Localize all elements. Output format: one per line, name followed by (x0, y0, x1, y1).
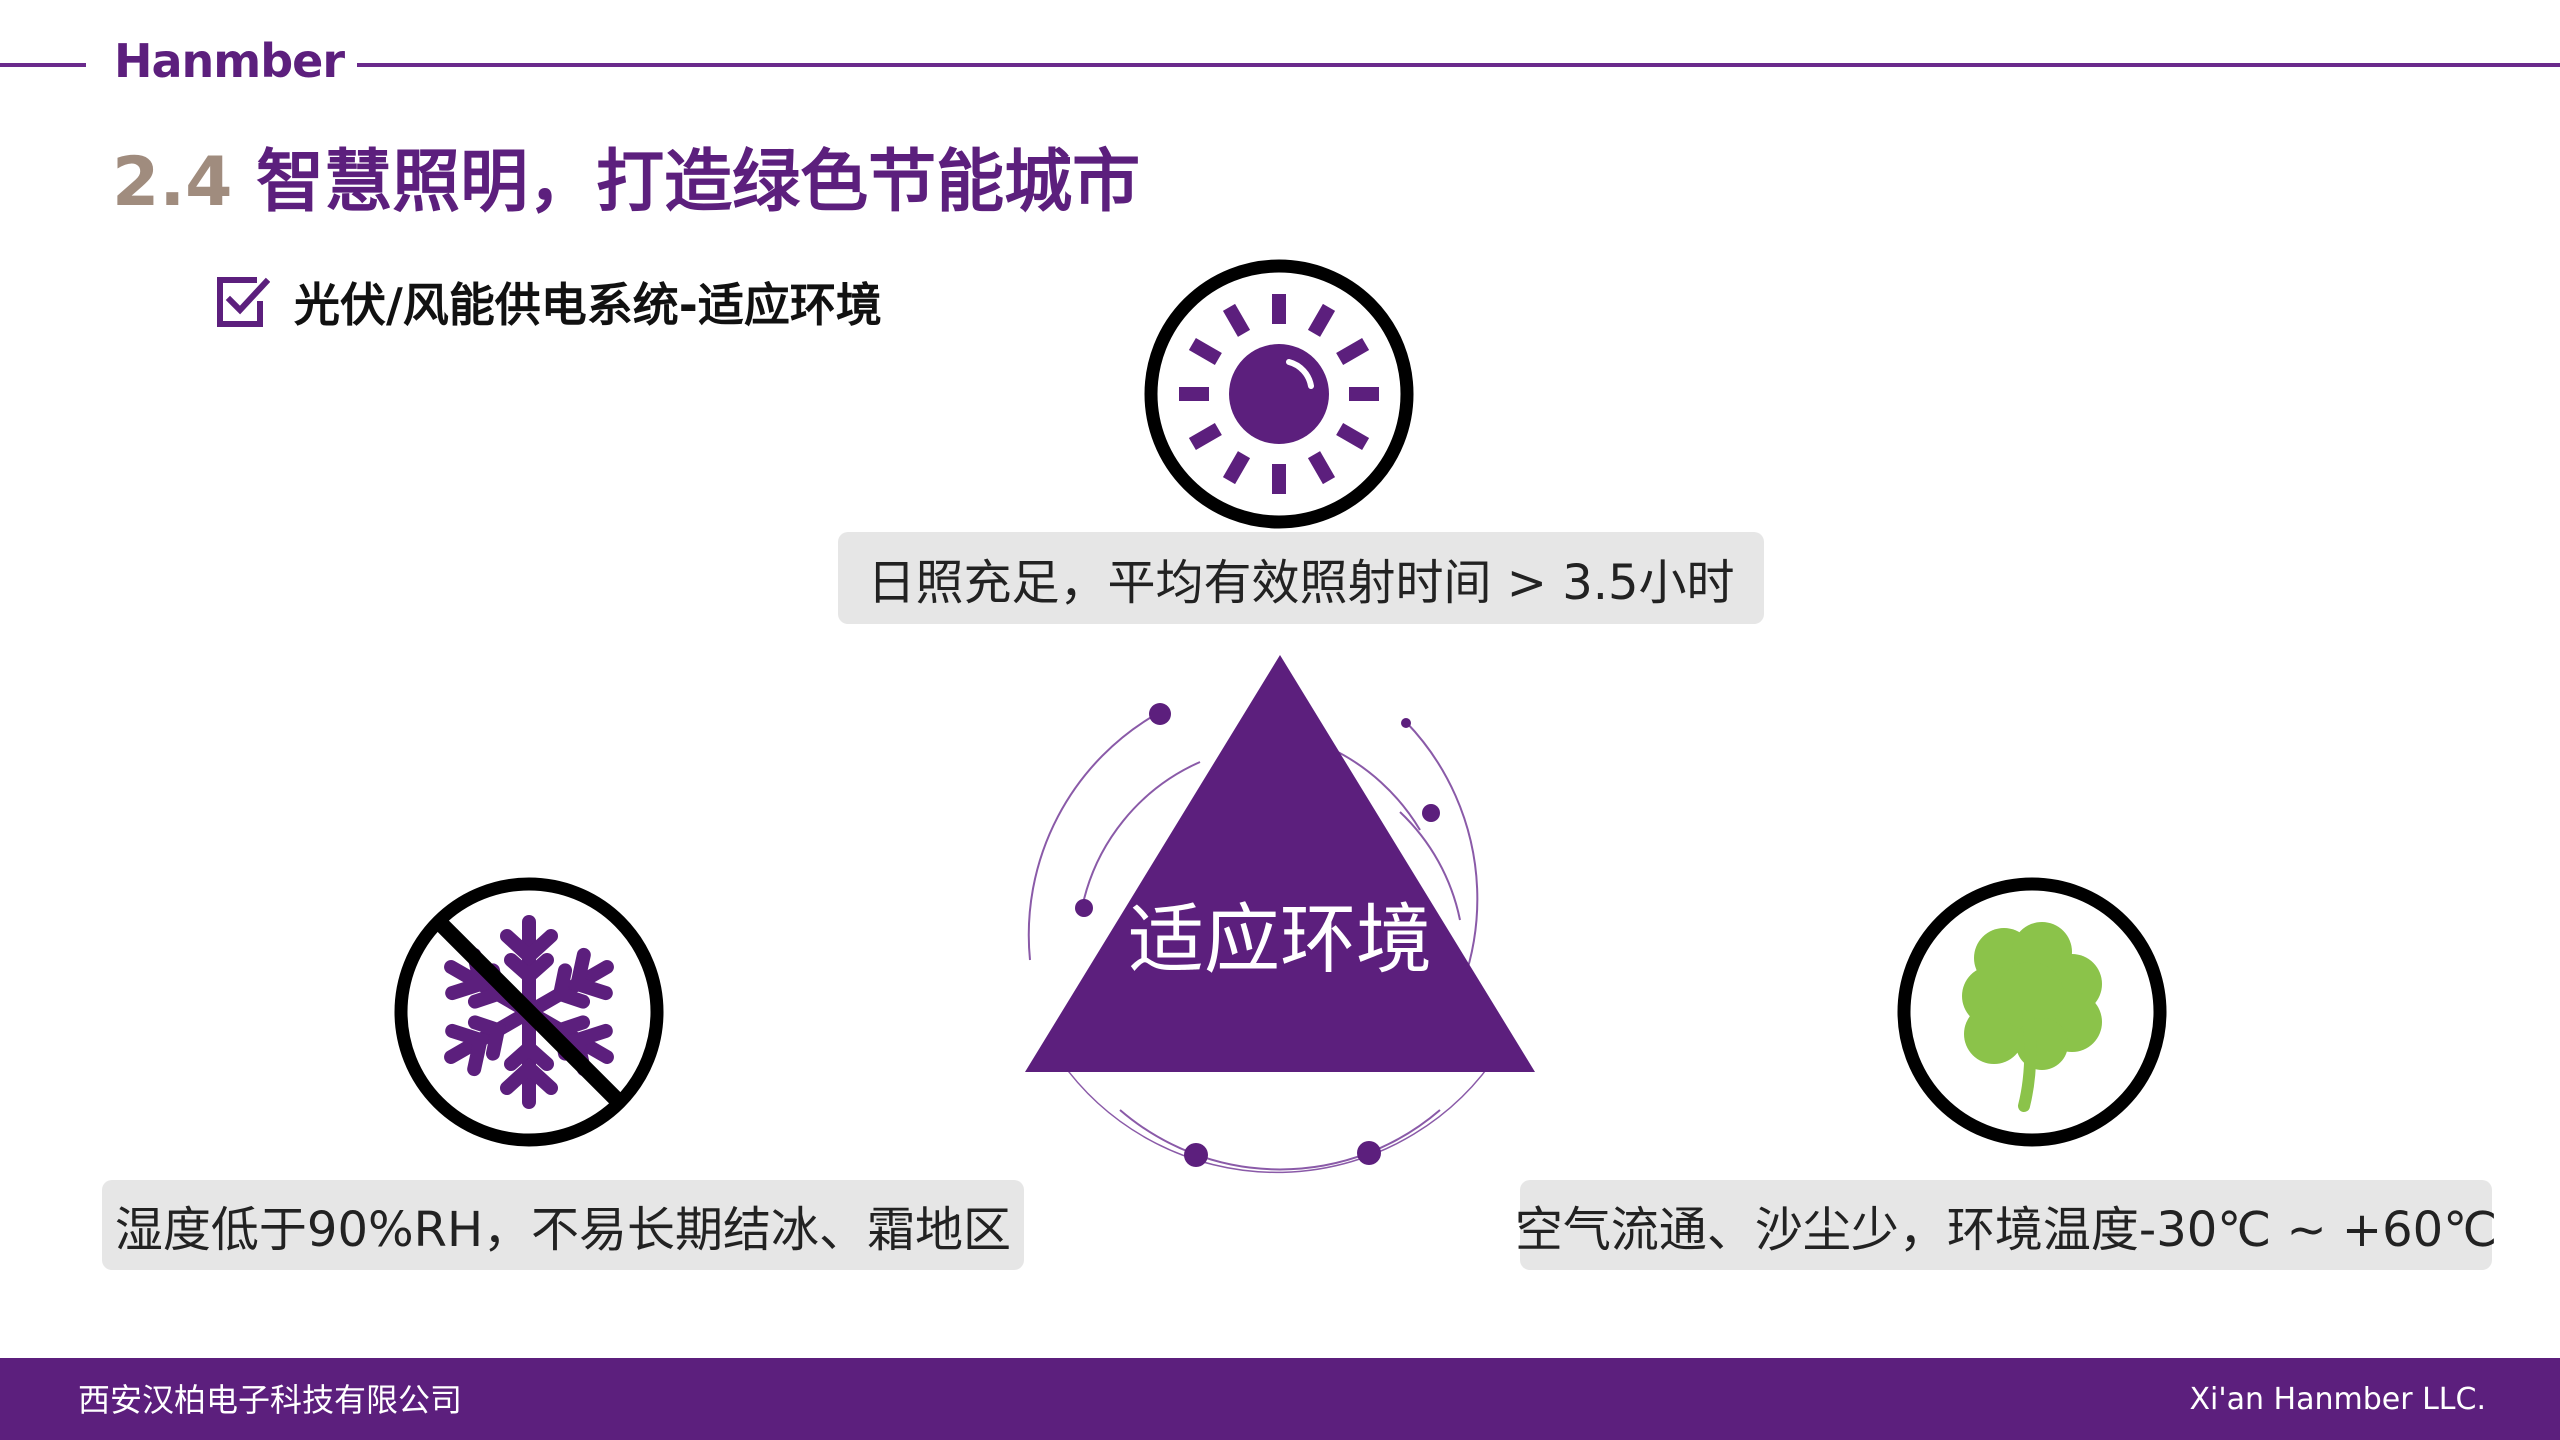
title-text: 智慧照明，打造绿色节能城市 (256, 143, 1141, 222)
section-number: 2.4 (112, 143, 233, 222)
footer-company-en: Xi'an Hanmber LLC. (2189, 1382, 2486, 1417)
footer-company-cn: 西安汉柏电子科技有限公司 (78, 1381, 463, 1419)
center-label: 适应环境 (1128, 895, 1432, 984)
sun-icon (1144, 259, 1414, 529)
footer-bar (0, 1358, 2560, 1440)
subtitle-text: 光伏/风能供电系统-适应环境 (294, 278, 882, 332)
sun-label-box: 日照充足，平均有效照射时间 > 3.5小时 (838, 532, 1764, 624)
page-title: 2.4 智慧照明，打造绿色节能城市 (112, 138, 1140, 228)
subtitle-row: 光伏/风能供电系统-适应环境 (214, 270, 882, 334)
clover-icon (1897, 877, 2167, 1147)
sun-label: 日照充足，平均有效照射时间 > 3.5小时 (867, 555, 1735, 611)
checkbox-icon (217, 277, 270, 327)
company-logo: Hanmber (114, 34, 345, 88)
header-rule-right (357, 63, 2560, 67)
frost-label: 湿度低于90%RH，不易长期结冰、霜地区 (114, 1202, 1012, 1258)
air-label-box: 空气流通、沙尘少，环境温度-30℃ ~ +60℃ (1515, 1180, 2497, 1270)
center-triangle-graphic (1025, 655, 1535, 1174)
header-rule-left (0, 63, 86, 67)
air-label: 空气流通、沙尘少，环境温度-30℃ ~ +60℃ (1514, 1202, 2498, 1258)
frost-label-box: 湿度低于90%RH，不易长期结冰、霜地区 (102, 1180, 1024, 1270)
no-snow-icon (394, 877, 664, 1147)
